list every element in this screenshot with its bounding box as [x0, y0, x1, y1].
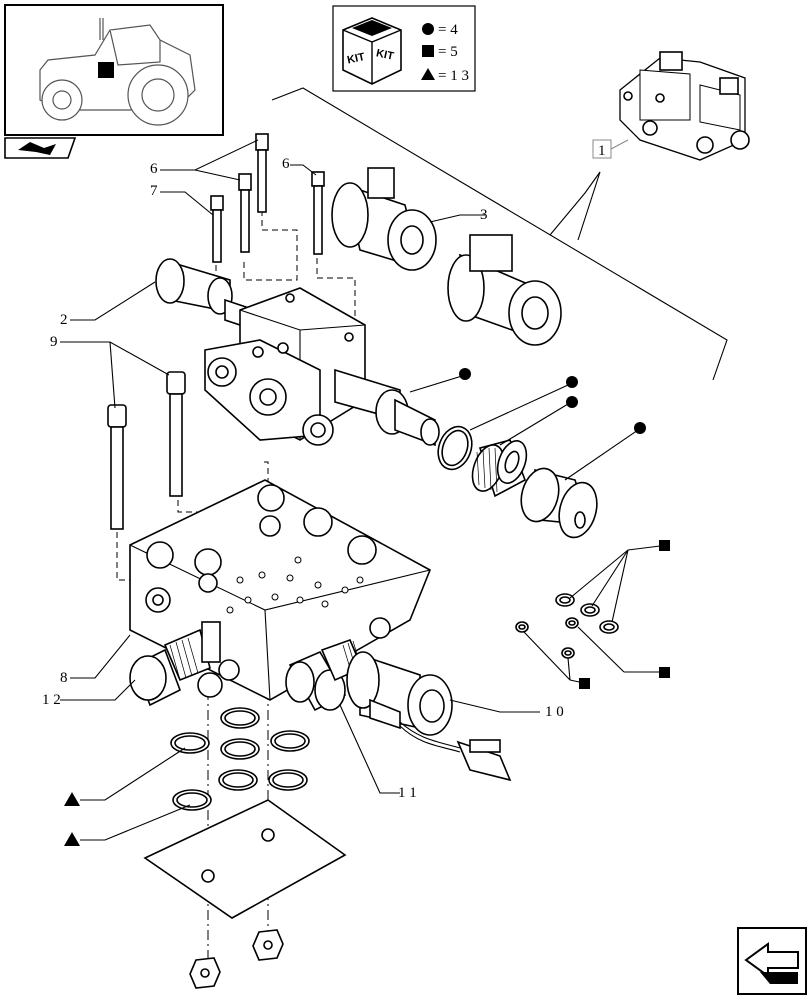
callout-11: 1 1	[398, 785, 417, 801]
group-frame	[271, 87, 728, 381]
long-bolt-9a[interactable]	[107, 404, 127, 530]
kit-box-icon: KIT KIT	[342, 17, 402, 85]
previous-page-arrow-icon[interactable]	[737, 927, 807, 995]
callout-8: 8	[60, 670, 68, 686]
solenoid-cartridge-10[interactable]	[346, 651, 512, 782]
book-reference-icon[interactable]	[4, 137, 77, 159]
solenoid-coil-lower[interactable]	[447, 234, 562, 346]
bolt-6b[interactable]	[238, 173, 252, 253]
callout-6: 6	[150, 161, 158, 177]
kit-word-right: KIT	[375, 47, 395, 62]
callout-6-right: 6	[282, 156, 290, 172]
lock-nut-circle-kit[interactable]	[467, 437, 532, 498]
callout-10: 1 0	[545, 704, 564, 720]
spool-cap-2[interactable]	[155, 258, 256, 332]
bolt-6c[interactable]	[311, 171, 325, 255]
triangle-symbol-icon	[421, 68, 435, 80]
spool-extension[interactable]	[334, 368, 440, 447]
callout-12: 1 2	[42, 692, 61, 708]
circle-count: = 4	[438, 22, 458, 38]
upper-valve-body[interactable]	[204, 287, 366, 446]
kit-legend: KIT KIT = 4 = 5 = 1 3	[332, 5, 476, 92]
long-bolt-9b[interactable]	[166, 371, 186, 497]
o-ring-circle-kit[interactable]	[432, 422, 477, 474]
bolt-6a[interactable]	[255, 133, 269, 213]
gasket-plate[interactable]	[143, 799, 347, 919]
square-count: = 5	[438, 44, 458, 60]
nut-left[interactable]	[189, 957, 221, 989]
callout-2: 2	[60, 312, 68, 328]
callout-symbols	[64, 368, 670, 846]
nut-right[interactable]	[252, 929, 284, 961]
tractor-locator-icon[interactable]	[4, 4, 224, 136]
assembled-valve-thumbnail	[619, 51, 750, 161]
callout-3: 3	[480, 207, 488, 223]
kit-word-left: KIT	[346, 51, 366, 66]
check-valve-12[interactable]	[129, 621, 221, 707]
bolt-7[interactable]	[210, 195, 224, 263]
square-symbol-icon	[422, 45, 434, 57]
end-cap-circle-kit[interactable]	[516, 464, 603, 541]
solenoid-coil-upper[interactable]	[331, 167, 437, 271]
circle-symbol-icon	[422, 23, 434, 35]
small-seal-set[interactable]	[515, 593, 619, 659]
callout-7: 7	[150, 183, 158, 199]
triangle-count: = 1 3	[438, 68, 469, 84]
leader-lines	[60, 139, 661, 841]
callout-1: 1	[598, 143, 606, 159]
callout-9: 9	[50, 334, 58, 350]
